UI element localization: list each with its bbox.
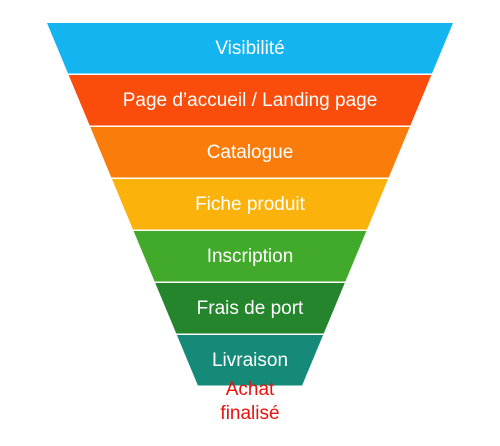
funnel-stage-6 [155,283,345,334]
final-outcome-label: Achat finalisé [150,378,350,426]
funnel-stage-6-label: Frais de port [197,298,304,319]
funnel-stage-2 [68,75,432,126]
final-outcome-line-2: finalisé [220,403,280,424]
funnel-stage-3 [90,127,410,178]
funnel-stage-5 [133,231,367,282]
funnel-stage-4 [111,179,389,230]
funnel-stage-7-label: Livraison [212,350,288,371]
funnel-stage-3-label: Catalogue [207,142,294,163]
funnel-stage-5-label: Inscription [207,246,294,267]
final-outcome-line-1: Achat [225,379,275,400]
funnel-stage-1-label: Visibilité [215,38,284,59]
funnel-stage-4-label: Fiche produit [195,194,306,215]
funnel-stage-2-label: Page d’accueil / Landing page [123,90,378,111]
funnel-stage-1 [47,23,453,74]
funnel-stage-7 [176,335,324,386]
